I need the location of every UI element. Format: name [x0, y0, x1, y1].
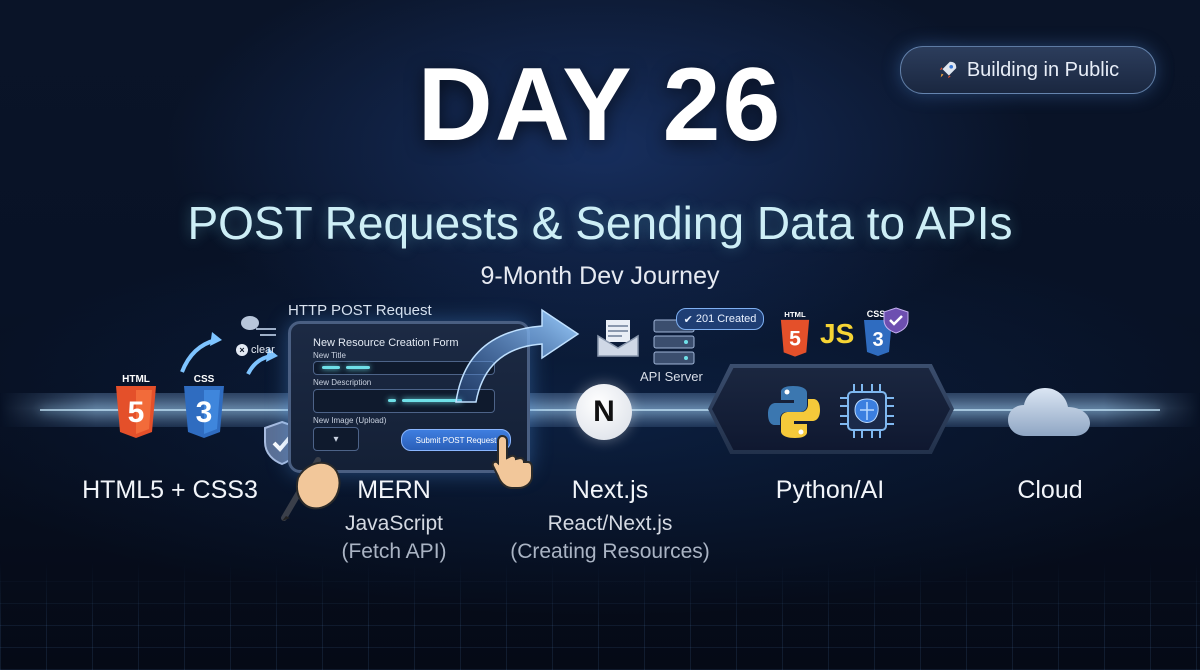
python-ai-hexagon-inner [712, 368, 950, 450]
clear-button[interactable]: × clear [236, 344, 275, 356]
svg-text:5: 5 [789, 327, 801, 350]
status-badge: ✔ 201 Created [676, 308, 764, 330]
submit-post-button[interactable]: Submit POST Request [401, 429, 511, 451]
http-post-label: HTTP POST Request [288, 302, 432, 319]
html5-icon: HTML 5 [116, 374, 156, 438]
stage-cloud-label: Cloud [1017, 476, 1083, 504]
svg-text:HTML: HTML [122, 374, 150, 385]
hand-pen-icon [281, 457, 341, 521]
journey-caption: 9-Month Dev Journey [480, 262, 720, 290]
stage-nextjs-sub2: (Creating Resources) [510, 540, 710, 563]
image-upload-field[interactable]: ▾ [313, 427, 359, 451]
hand-cursor-icon [491, 434, 533, 489]
page-title: DAY 26 [417, 47, 783, 163]
check-icon: ✔ [683, 313, 693, 326]
css3-shield-icon: CSS 3 [864, 307, 909, 356]
nextjs-logo: N [576, 384, 632, 440]
svg-text:5: 5 [128, 396, 145, 429]
stage-mern-label: MERN [357, 476, 431, 504]
svg-text:CSS: CSS [194, 374, 215, 385]
ai-chip-icon [840, 384, 894, 438]
upload-arrows-icon [180, 332, 278, 375]
stage-python-ai-label: Python/AI [775, 476, 885, 504]
svg-text:3: 3 [872, 329, 883, 351]
close-icon: × [236, 344, 248, 356]
description-field-label: New Description [313, 378, 372, 387]
html5-small-icon: HTML 5 [780, 310, 810, 357]
image-field-label: New Image (Upload) [313, 416, 387, 425]
envelope-icon [597, 320, 639, 357]
rocket-icon [939, 61, 957, 79]
stage-html-css-label: HTML5 + CSS3 [82, 476, 258, 504]
javascript-logo: JS [820, 318, 855, 349]
svg-text:3: 3 [196, 396, 213, 429]
building-in-public-badge: Building in Public [900, 46, 1156, 94]
css3-icon: CSS 3 [184, 374, 224, 438]
page-subtitle: POST Requests & Sending Data to APIs [187, 197, 1013, 249]
api-server-label: API Server [640, 369, 703, 384]
request-arrow-icon [455, 308, 580, 403]
badge-label: Building in Public [966, 58, 1120, 81]
svg-text:HTML: HTML [784, 310, 806, 319]
chevron-down-icon: ▾ [333, 433, 339, 445]
stage-mern-sub: JavaScript [344, 512, 444, 535]
title-field[interactable] [313, 361, 495, 375]
data-transfer-icon [241, 316, 276, 336]
stage-mern-sub2: (Fetch API) [341, 540, 447, 563]
python-icon [768, 386, 820, 438]
stage-nextjs-label: Next.js [571, 476, 649, 504]
title-field-label: New Title [313, 351, 346, 360]
form-title: New Resource Creation Form [313, 337, 459, 349]
stage-nextjs-sub: React/Next.js [547, 512, 673, 535]
svg-text:CSS: CSS [867, 309, 886, 319]
grid-floor [0, 560, 1200, 670]
cloud-icon [1008, 388, 1090, 436]
